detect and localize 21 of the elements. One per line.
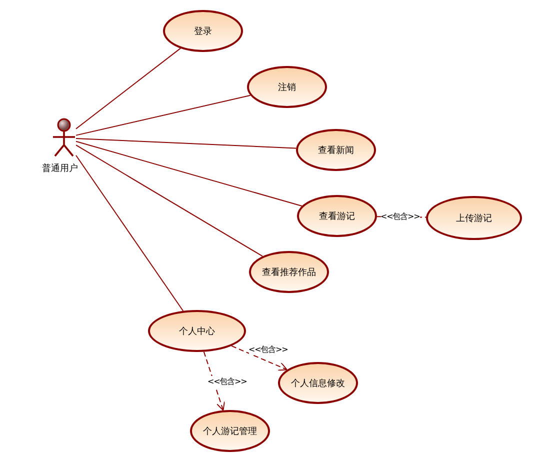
use-case-ellipse: 查看游记 [297, 195, 377, 237]
edge-label: <<包含>> [208, 376, 247, 386]
use-case-ellipse: 注销 [247, 66, 327, 108]
association-line [76, 140, 302, 206]
association-line [76, 138, 297, 149]
edge-label: <<包含>> [380, 210, 420, 222]
dashed-arrow [203, 351, 225, 411]
association-line [76, 154, 184, 312]
association-line [76, 94, 251, 136]
use-case-ellipse: 查看推荐作品 [249, 251, 329, 293]
association-line [76, 48, 181, 130]
use-case-ellipse: 上传游记 [426, 196, 522, 240]
use-case-ellipse: 登录 [163, 10, 243, 52]
actor-label: 普通用户 [42, 162, 78, 175]
use-case-ellipse: 个人信息修改 [278, 362, 358, 404]
use-case-ellipse: 个人游记管理 [190, 410, 270, 452]
edge-label: <<包含>> [248, 344, 288, 354]
association-line [76, 144, 263, 257]
use-case-ellipse: 个人中心 [148, 310, 246, 352]
dashed-arrow [231, 345, 288, 371]
use-case-ellipse: 查看新闻 [296, 129, 376, 171]
